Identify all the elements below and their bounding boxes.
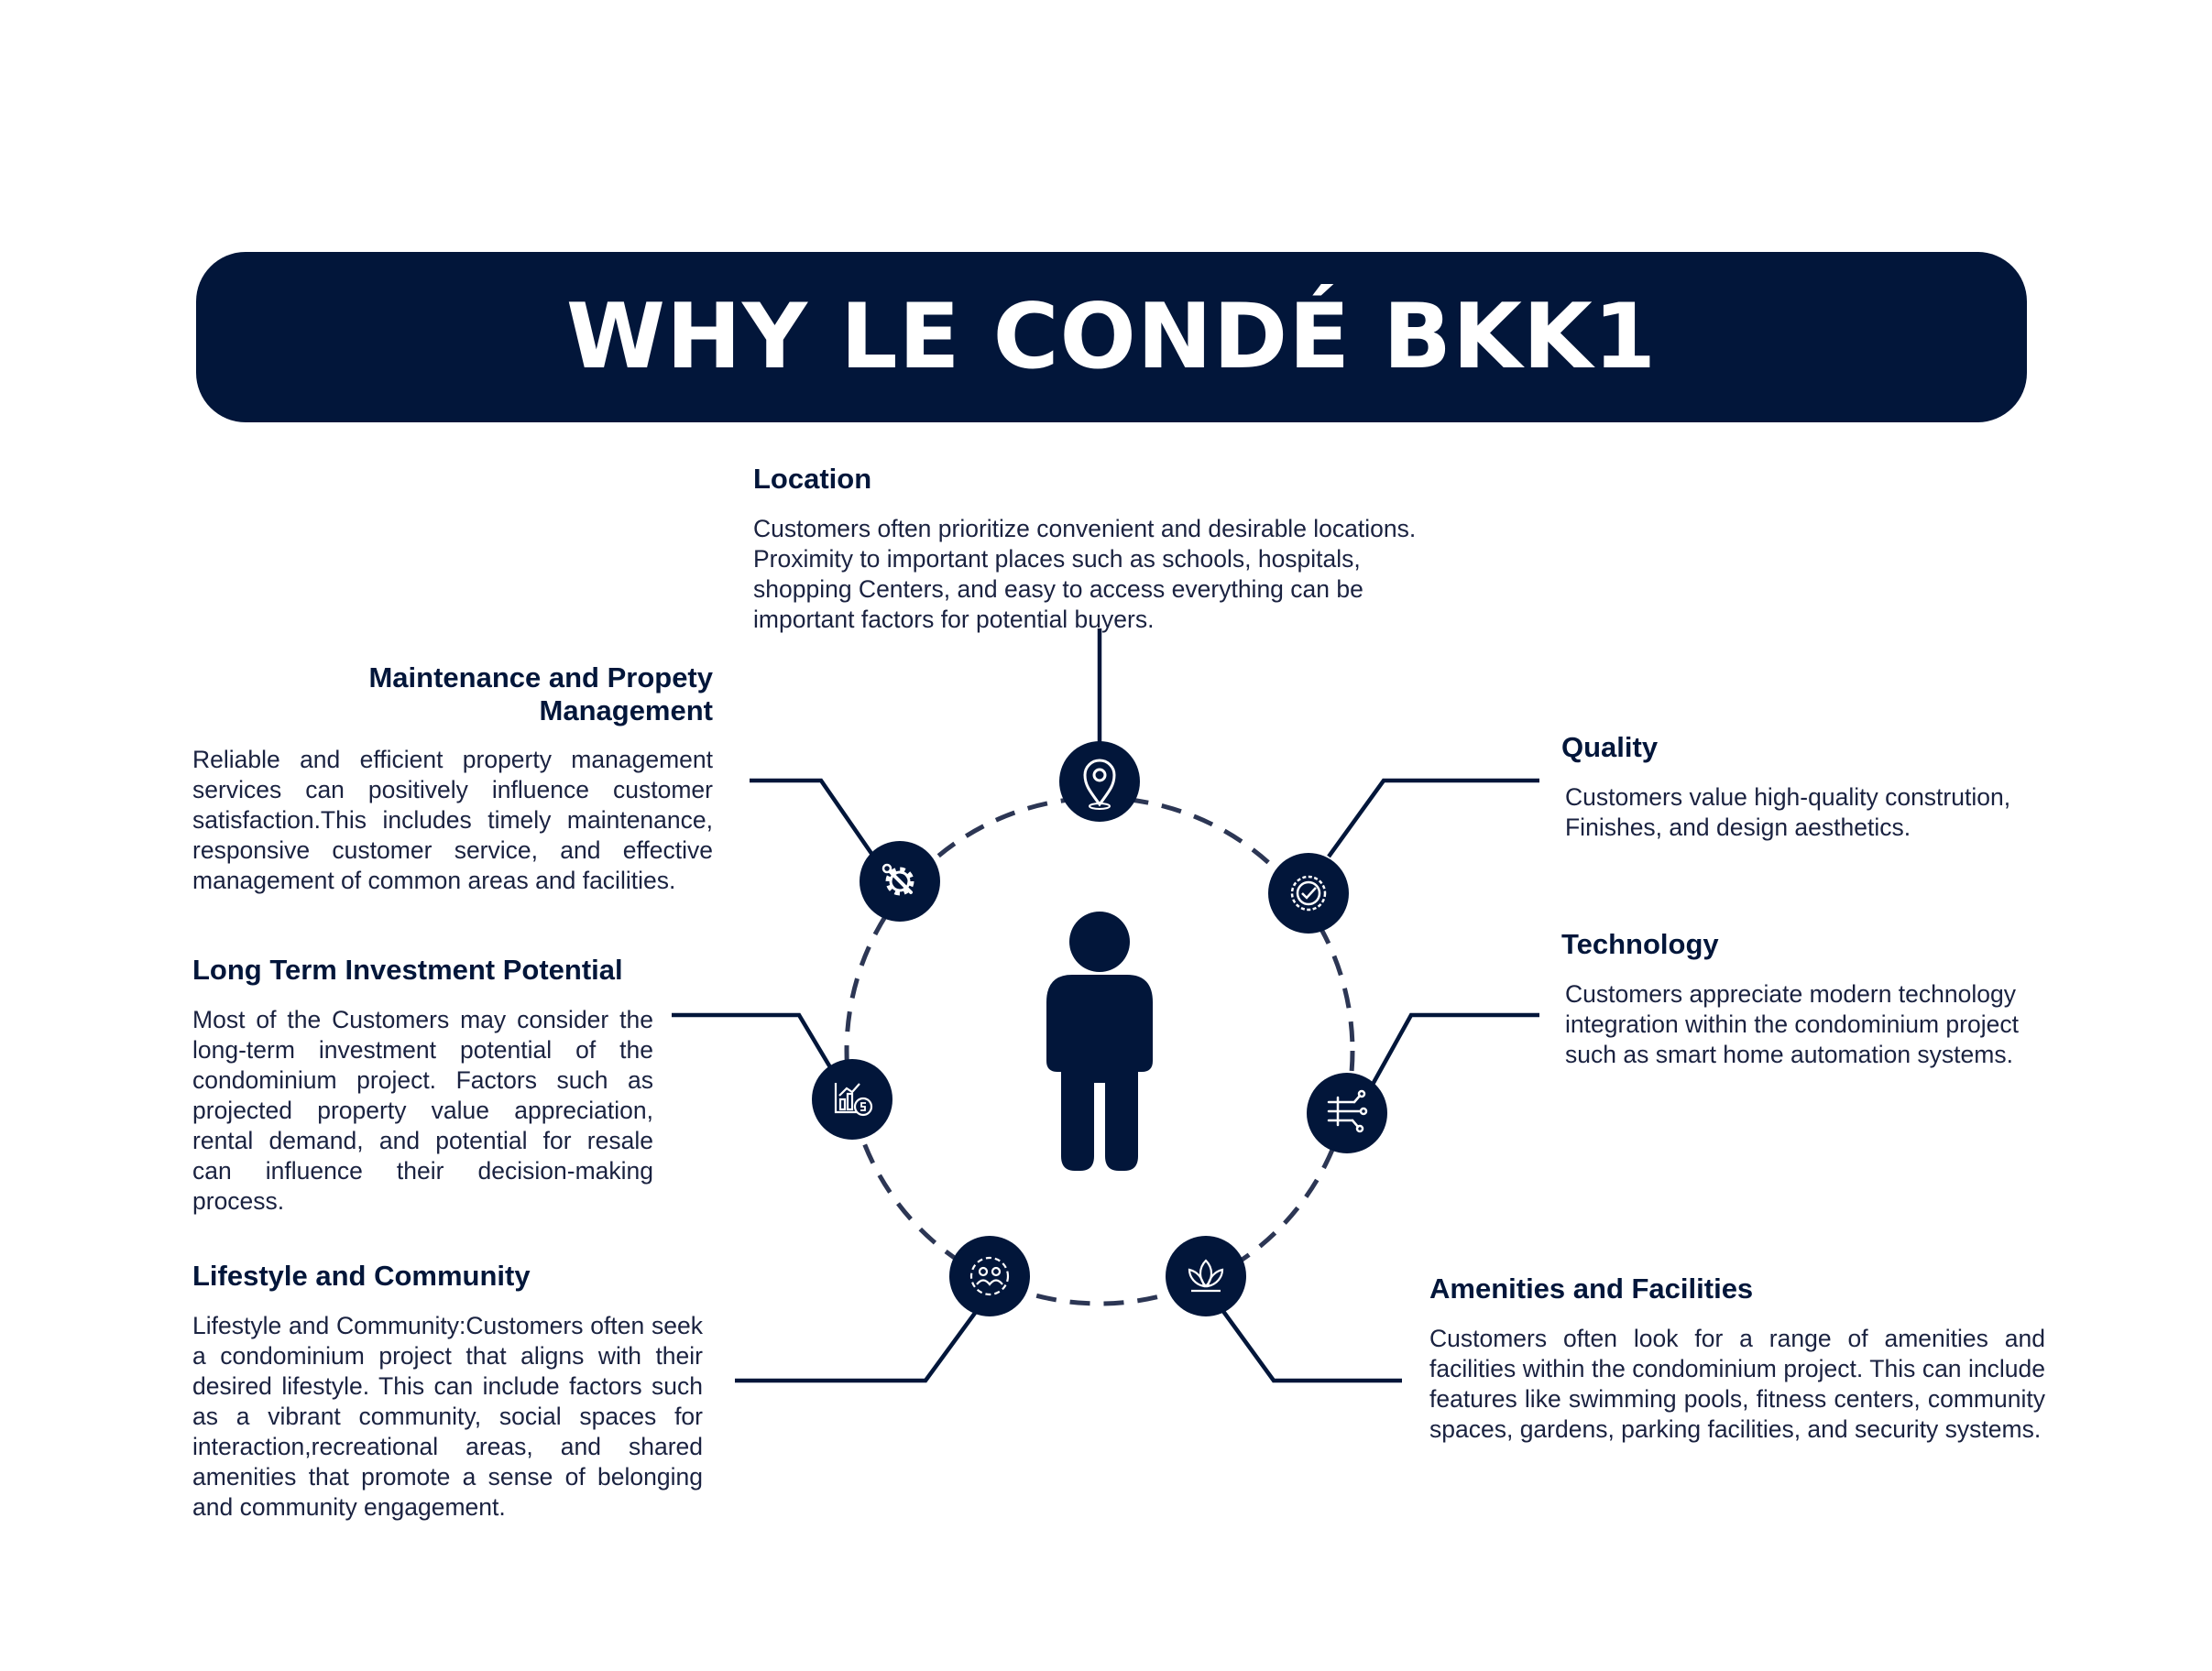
investment-block: Long Term Investment Potential Most of t…	[192, 954, 653, 1217]
technology-connector	[1363, 1012, 1539, 1099]
location-node[interactable]	[1059, 741, 1140, 822]
technology-block: Technology Customers appreciate modern t…	[1561, 928, 2056, 1070]
page-title: WHY LE CONDÉ BKK1	[565, 285, 1658, 389]
connector-lines	[672, 628, 1539, 1383]
map-pin-icon	[1083, 759, 1116, 810]
lifestyle-block: Lifestyle and Community Lifestyle and Co…	[192, 1260, 703, 1523]
amenities-block: Amenities and Facilities Customers often…	[1429, 1272, 2045, 1445]
quality-text: Customers value high-quality constrution…	[1565, 782, 2011, 841]
lifestyle-connector	[735, 1304, 982, 1383]
person-icon	[1046, 912, 1153, 1171]
amenities-node[interactable]	[1166, 1236, 1246, 1316]
location-heading: Location	[753, 463, 872, 495]
community-icon	[969, 1256, 1010, 1296]
amenities-text: Customers often look for a range of amen…	[1429, 1324, 2045, 1443]
quality-heading: Quality	[1561, 731, 1659, 763]
lifestyle-text: Lifestyle and Community:Customers often …	[192, 1311, 703, 1521]
maintenance-text: Reliable and efficient property manageme…	[192, 746, 713, 895]
lifestyle-heading: Lifestyle and Community	[192, 1260, 531, 1292]
investment-connector	[672, 1012, 838, 1078]
title-banner: WHY LE CONDÉ BKK1	[196, 252, 2027, 422]
investment-node[interactable]	[812, 1059, 892, 1140]
circuit-icon	[1327, 1089, 1368, 1133]
quality-connector	[1327, 778, 1539, 858]
lifestyle-node[interactable]	[949, 1236, 1030, 1316]
location-block: Location Customers often prioritize conv…	[753, 463, 1459, 635]
technology-node[interactable]	[1307, 1073, 1387, 1153]
lotus-icon	[1188, 1259, 1224, 1293]
quality-badge-icon	[1290, 875, 1327, 912]
investment-text: Most of the Customers may consider the l…	[192, 1005, 653, 1215]
amenities-heading: Amenities and Facilities	[1429, 1272, 1754, 1305]
gear-wrench-icon	[882, 863, 914, 896]
maintenance-block: Maintenance and Propety Management Relia…	[192, 661, 713, 896]
technology-heading: Technology	[1561, 928, 1719, 960]
location-text: Customers often prioritize convenient an…	[753, 514, 1417, 633]
maintenance-connector	[750, 778, 874, 857]
maintenance-node[interactable]	[860, 841, 940, 922]
quality-block: Quality Customers value high-quality con…	[1561, 731, 2047, 843]
quality-node[interactable]	[1268, 853, 1349, 934]
maintenance-heading: Maintenance and Propety Management	[368, 661, 713, 726]
investment-chart-icon	[834, 1083, 873, 1117]
amenities-connector	[1221, 1308, 1402, 1383]
investment-heading: Long Term Investment Potential	[192, 954, 623, 986]
technology-text: Customers appreciate modern technology i…	[1565, 979, 2019, 1068]
